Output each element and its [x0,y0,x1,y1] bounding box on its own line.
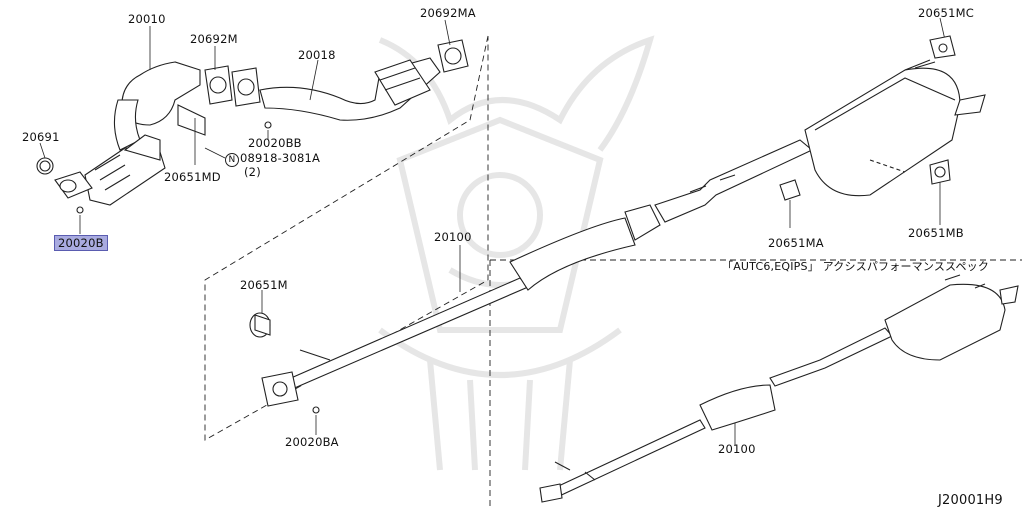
callout-qty2: (2) [244,165,261,179]
front-pipe-20010 [36,61,206,214]
callout-20651m: 20651M [240,278,288,292]
leader-lines [39,17,946,445]
callout-20691: 20691 [22,130,60,144]
callout-20651ma: 20651MA [768,236,824,250]
hanger-20651m [249,312,271,338]
callout-20018: 20018 [298,48,336,62]
center-pipe-20100 [261,139,814,414]
watermark-emblem [378,35,655,471]
callout-20020bb: 20020BB [248,136,302,150]
callout-20100-variant: 20100 [718,442,756,456]
callout-20020ba: 20020BA [285,435,339,449]
gaskets-20692m [204,65,261,107]
variant-note: 「AUTC6,EQIPS」 アクシスパフォーマンススペック [722,260,990,273]
n-marker-icon: N [225,153,239,167]
callout-08918-text: 08918-3081A [240,151,321,165]
callout-20100-center: 20100 [434,230,472,244]
callout-20692m: 20692M [190,32,238,46]
callout-20692ma: 20692MA [420,6,476,20]
variant-exhaust [539,274,1019,503]
muffler-upper [779,35,986,201]
diagram-reference-code: J20001H9 [938,493,1003,508]
callout-20010: 20010 [128,12,166,26]
callout-20651mc: 20651MC [918,6,974,20]
callout-20651mb: 20651MB [908,226,964,240]
callout-20651md: 20651MD [164,170,221,184]
catalyst-20018 [259,39,469,129]
callout-20020b-highlighted[interactable]: 20020B [54,235,108,251]
